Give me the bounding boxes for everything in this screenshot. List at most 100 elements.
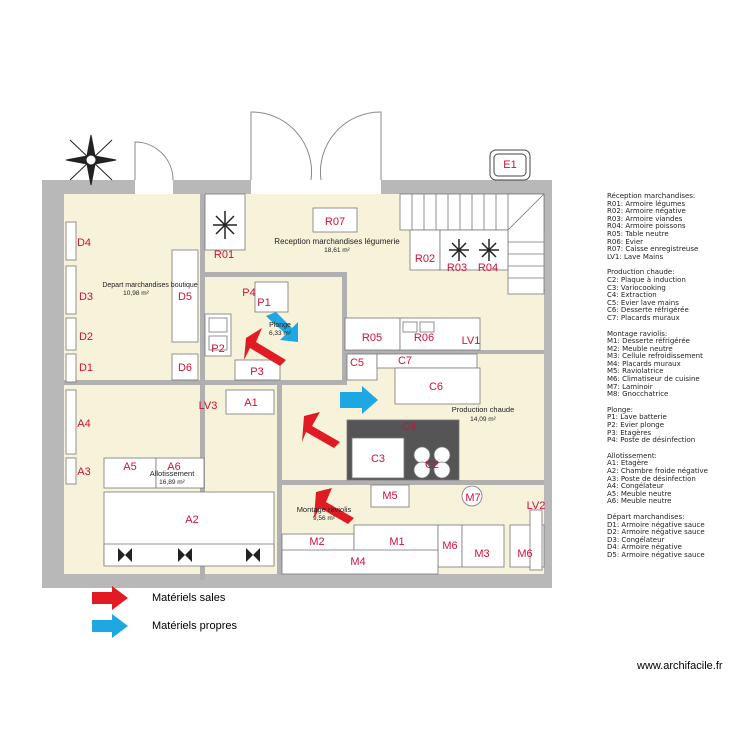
- legend-item: C5: Evier lave mains: [607, 298, 679, 307]
- legend-group: Production chaude:C2: Plaque à induction…: [607, 269, 747, 322]
- label-d3: D3: [79, 291, 93, 303]
- legend-item: A6: Meuble neutre: [607, 497, 672, 506]
- room-name-plonge: Plonge: [269, 322, 291, 329]
- room-name-production: Production chaude: [452, 405, 515, 414]
- inner-walls: [64, 194, 544, 580]
- legend-item: A1: Etagère: [607, 459, 649, 468]
- legend-item: D2: Armoire négative sauce: [607, 528, 705, 537]
- legend-item: LV1: Lave Mains: [607, 252, 664, 261]
- label-m6-b: M6: [517, 548, 532, 560]
- label-d1: D1: [79, 362, 93, 374]
- compass-icon: [65, 134, 117, 186]
- production-furniture: [346, 353, 481, 481]
- room-name-depart: Depart marchandises boutique: [102, 282, 197, 289]
- watermark: www.archifacile.fr: [637, 660, 723, 672]
- equipment-labels: E1 R07 R01 R02 R03 R04 R05 R06 LV1 P4 P1…: [77, 159, 545, 568]
- legend-item: A4: Congélateur: [607, 482, 664, 491]
- montage-furniture: [281, 484, 545, 575]
- legend-item: R01: Armoire légumes: [607, 199, 686, 208]
- legend-group-title: Réception marchandises:: [607, 192, 696, 200]
- label-lv1: LV1: [462, 335, 481, 347]
- legend-item: C7: Placards muraux: [607, 313, 680, 322]
- legend-item: D4: Armoire négative: [607, 543, 682, 552]
- label-e1: E1: [503, 159, 516, 171]
- label-r07: R07: [325, 216, 345, 228]
- legend-clean-label: Matériels propres: [152, 620, 237, 632]
- label-m2: M2: [309, 536, 324, 548]
- label-r05: R05: [362, 332, 382, 344]
- label-d5: D5: [178, 291, 192, 303]
- room-area-depart: 10,98 m²: [123, 290, 149, 297]
- legend-item: M3: Cellule refroidissement: [607, 352, 703, 361]
- legend-item: R03: Armoire viandes: [607, 214, 683, 223]
- room-area-montage: 9,56 m²: [313, 515, 336, 522]
- label-c5: C5: [350, 357, 364, 369]
- legend-item: R02: Armoire négative: [607, 207, 686, 216]
- legend-item: P3: Etagères: [607, 428, 652, 437]
- label-c6: C6: [429, 381, 443, 393]
- label-m6-a: M6: [442, 540, 457, 552]
- room-name-montage: Montage raviolis: [297, 505, 352, 514]
- equipment-legend: Réception marchandises:R01: Armoire légu…: [607, 192, 747, 568]
- label-m1: M1: [389, 536, 404, 548]
- legend-arrows: [92, 586, 128, 638]
- label-c4: C4: [402, 421, 416, 433]
- label-lv2: LV2: [527, 500, 546, 512]
- legend-group-title: Allotissement:: [607, 451, 657, 460]
- label-m4: M4: [350, 556, 365, 568]
- label-c3: C3: [371, 453, 385, 465]
- label-r03: R03: [447, 262, 467, 274]
- legend-item: R06: Evier: [607, 237, 644, 246]
- legend-item: R07: Caisse enregistreuse: [607, 245, 699, 254]
- legend-item: D1: Armoire négative sauce: [607, 520, 705, 529]
- legend-item: D3: Congélateur: [607, 535, 665, 544]
- legend-group: Montage raviolis:M1: Desserte réfrigérée…: [607, 330, 747, 399]
- label-m3: M3: [474, 548, 489, 560]
- plonge-furniture: [204, 281, 289, 381]
- label-lv3: LV3: [199, 400, 218, 412]
- label-m5: M5: [382, 490, 397, 502]
- dirty-arrows: [244, 328, 354, 524]
- legend-group: Départ marchandises:D1: Armoire négative…: [607, 512, 747, 560]
- room-area-plonge: 6,33 m²: [269, 330, 292, 337]
- legend-group-title: Plonge:: [607, 405, 633, 414]
- label-a3: A3: [77, 466, 90, 478]
- legend-item: M4: Placards muraux: [607, 359, 681, 368]
- legend-item: C3: Variocooking: [607, 283, 666, 292]
- legend-item: R04: Armoire poissons: [607, 222, 686, 231]
- legend-item: A2: Chambre froide négative: [607, 467, 708, 475]
- room-area-production: 14,09 m²: [470, 416, 496, 423]
- label-p3: P3: [250, 366, 263, 378]
- label-m7: M7: [465, 492, 480, 504]
- legend-item: M5: Raviolatrice: [607, 367, 664, 376]
- label-r04: R04: [478, 262, 498, 274]
- legend-item: M8: Gnocchatrice: [607, 390, 669, 399]
- label-p2: P2: [211, 343, 224, 355]
- bowtie-icons: [118, 548, 260, 562]
- label-c2: C2: [425, 459, 439, 471]
- legend-item: M6: Climatiseur de cuisine: [607, 375, 700, 384]
- label-r01: R01: [214, 249, 234, 261]
- label-a6: A6: [167, 461, 180, 473]
- legend-item: P4: Poste de désinfection: [607, 436, 696, 445]
- label-r02: R02: [415, 253, 435, 265]
- label-d6: D6: [178, 362, 192, 374]
- room-labels: Reception marchandises légumerie 18,61 m…: [102, 237, 514, 522]
- legend-group: Réception marchandises:R01: Armoire légu…: [607, 192, 747, 261]
- label-a5: A5: [123, 461, 136, 473]
- label-c7: C7: [398, 355, 412, 367]
- unit-e1: [489, 149, 531, 181]
- label-a1: A1: [244, 397, 257, 409]
- room-name-allotissement: Allotissement: [150, 469, 196, 478]
- legend-group-title: Départ marchandises:: [607, 512, 685, 521]
- label-d4: D4: [77, 237, 91, 249]
- legend-item: C4: Extraction: [607, 291, 657, 300]
- reception-furniture: [204, 193, 509, 351]
- room-area-allotissement: 16,89 m²: [159, 479, 185, 486]
- label-a2: A2: [185, 514, 198, 526]
- legend-item: A3: Poste de désinfection: [607, 474, 696, 483]
- room-name-reception: Reception marchandises légumerie: [274, 237, 400, 246]
- label-p1: P1: [257, 297, 270, 309]
